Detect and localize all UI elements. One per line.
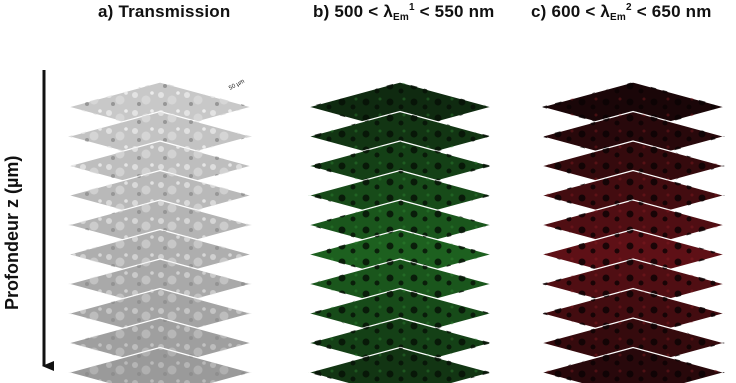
stack-layer-texture xyxy=(308,82,492,132)
stack-layer-texture xyxy=(68,200,252,250)
transmission-stack xyxy=(65,81,255,383)
stack-layer-texture xyxy=(68,170,252,221)
stack-layer-texture xyxy=(68,111,252,162)
stack-layer-texture xyxy=(68,288,252,339)
stack-layer-texture xyxy=(308,288,492,339)
red-emission-stack xyxy=(538,81,728,383)
stack-layer-texture xyxy=(68,229,252,280)
stack-layer-texture xyxy=(541,111,725,162)
stack-layer-texture xyxy=(308,259,492,309)
stack-layer-texture xyxy=(68,318,252,368)
stack-layer-texture xyxy=(68,82,252,132)
scale-bar-label: 50 µm xyxy=(228,79,246,92)
stack-layer-texture xyxy=(308,111,492,162)
stack-layer-texture xyxy=(68,347,252,383)
stack-layer-texture xyxy=(541,259,725,309)
stack-layer-texture xyxy=(541,229,725,280)
stack-layer-texture xyxy=(308,318,492,368)
stack-layer-texture xyxy=(541,288,725,339)
stack-layer-texture xyxy=(541,347,725,383)
panel-c-title: c) 600 < λEm2 < 650 nm xyxy=(531,2,712,23)
stack-layer-texture xyxy=(541,170,725,221)
stack-layer-texture xyxy=(541,141,725,191)
stack-layer-texture xyxy=(541,200,725,250)
stack-layer-texture xyxy=(541,82,725,132)
stack-layer-texture xyxy=(308,200,492,250)
panel-a-title: a) Transmission xyxy=(98,2,231,21)
panel-b-title: b) 500 < λEm1 < 550 nm xyxy=(313,2,495,23)
stack-layer-texture xyxy=(68,141,252,191)
stack-layer-texture xyxy=(308,229,492,280)
green-emission-stack xyxy=(305,81,495,383)
stack-layer-texture xyxy=(308,170,492,221)
stack-layer-texture xyxy=(308,141,492,191)
stack-layer-texture xyxy=(541,318,725,368)
stack-layer-texture xyxy=(68,259,252,309)
stack-layer-texture xyxy=(308,347,492,383)
